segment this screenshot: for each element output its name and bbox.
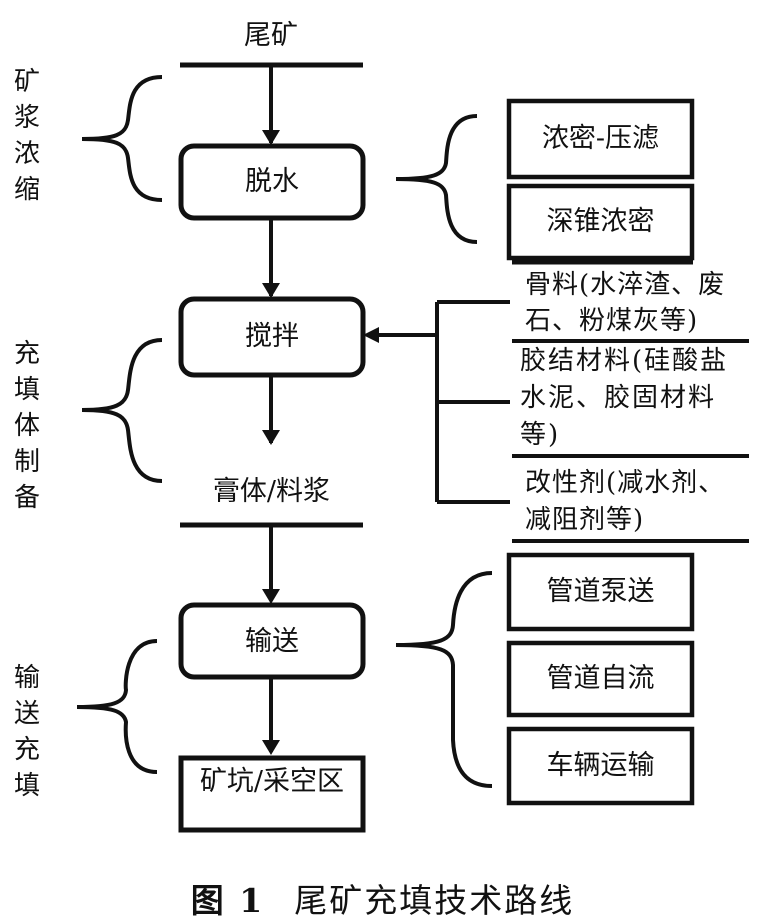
transport-method-1: 管道泵送 [546, 576, 655, 607]
dewater-method-1: 浓密-压滤 [541, 123, 660, 154]
figure-number: 图 1 [190, 881, 265, 920]
brace-stage-3 [76, 639, 158, 774]
arrowhead [363, 327, 379, 343]
dewater-method-2: 深锥浓密 [546, 206, 655, 237]
transport-method-2: 管道自流 [546, 663, 655, 694]
stage-label-2: 充填体制备 [13, 339, 40, 513]
arrowhead [262, 430, 280, 445]
transport-node-label: 输送 [245, 626, 299, 657]
transport-method-box-1 [506, 552, 695, 632]
dewater-node-label: 脱水 [245, 166, 299, 197]
transport-method-box-3 [506, 726, 695, 806]
stage-label-3: 输送充填 [13, 663, 40, 801]
brace-stage-2 [81, 338, 163, 483]
destination-node-label: 矿坑/采空区 [199, 766, 345, 797]
transport-method-box-2 [506, 640, 695, 718]
mixing-input-modifier: 改性剂(减水剂、减阻剂等) [525, 468, 726, 535]
arrowhead [262, 589, 280, 604]
mixing-input-aggregate: 骨料(水淬渣、废石、粉煤灰等) [525, 270, 726, 336]
mixing-input-binder: 胶结材料(硅酸盐水泥、胶固材料等) [520, 346, 729, 450]
arrowhead [262, 130, 280, 145]
brace-dewater-methods [395, 114, 478, 244]
product-label: 膏体/料浆 [212, 476, 331, 507]
input-label: 尾矿 [244, 20, 298, 51]
brace-transport-methods [395, 571, 493, 788]
transport-method-3: 车辆运输 [546, 750, 655, 781]
mixing-node-label: 搅拌 [245, 321, 299, 352]
dewater-method-box-1 [506, 98, 695, 180]
figure-title: 尾矿充填技术路线 [294, 881, 575, 920]
arrowhead [262, 740, 280, 755]
stage-label-1: 矿浆浓缩 [13, 67, 40, 205]
arrowhead [262, 283, 280, 298]
figure-caption: 图 1 尾矿充填技术路线 [0, 874, 765, 922]
dewater-method-box-2 [506, 183, 695, 261]
destination-box [178, 755, 366, 833]
brace-stage-1 [81, 75, 163, 202]
